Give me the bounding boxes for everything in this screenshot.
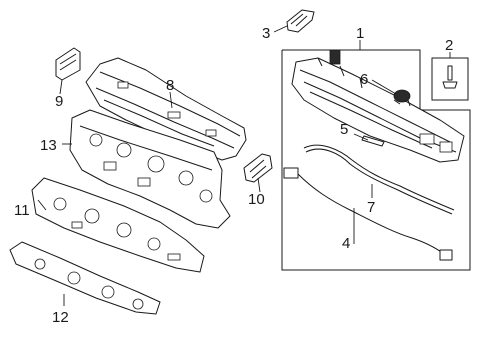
- callout-2: 2: [445, 37, 453, 54]
- callout-12: 12: [52, 309, 69, 326]
- cowl-assembly-frame: [281, 49, 471, 271]
- part-clip-2: [442, 65, 458, 89]
- callout-5: 5: [340, 121, 348, 138]
- part-seal-5: [361, 135, 385, 147]
- callout-13: 13: [40, 137, 57, 154]
- callout-1: 1: [356, 25, 364, 42]
- callout-3: 3: [262, 25, 270, 42]
- part-dash-panel-13: [69, 109, 231, 229]
- part-nozzle-6: [393, 89, 411, 107]
- part-bracket-9: [55, 47, 81, 81]
- part-hose-7: [303, 144, 455, 215]
- part-cowl-panel-1: [291, 49, 465, 163]
- part-cowl-top-8: [85, 57, 247, 161]
- part-lower-insulator-12: [9, 241, 161, 315]
- callout-10: 10: [248, 191, 265, 208]
- callout-7: 7: [367, 199, 375, 216]
- callout-4: 4: [342, 235, 350, 252]
- part-bracket-3: [286, 9, 315, 33]
- leader-lines: [37, 25, 451, 306]
- callout-9: 9: [55, 93, 63, 110]
- callout-8: 8: [166, 77, 174, 94]
- callout-labels: 1 2 3 4 5 6 7 8 9 10 11 12 13: [14, 25, 453, 326]
- part-bracket-10: [243, 153, 273, 183]
- part-harness-4: [283, 167, 453, 261]
- part-insulator-11: [31, 177, 205, 273]
- callout-11: 11: [14, 202, 30, 219]
- callout-6: 6: [360, 71, 368, 88]
